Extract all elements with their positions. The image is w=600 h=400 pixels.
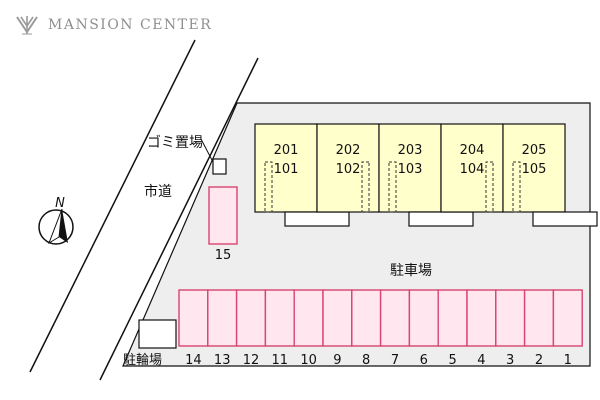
parking-space-2 bbox=[523, 289, 555, 347]
parking-space-number: 12 bbox=[243, 353, 260, 368]
parking-space-15 bbox=[208, 186, 238, 245]
bicycle-parking bbox=[138, 319, 177, 349]
unit-number-lower: 105 bbox=[522, 162, 547, 177]
brand-name: MANSION CENTER bbox=[48, 17, 213, 33]
parking-space-3 bbox=[495, 289, 526, 347]
parking-space-number: 4 bbox=[477, 353, 485, 368]
unit-number-lower: 104 bbox=[460, 162, 485, 177]
parking-space-11 bbox=[264, 289, 295, 347]
road-label: 市道 bbox=[144, 183, 172, 200]
crest-logo-icon bbox=[16, 16, 38, 35]
unit-number-lower: 101 bbox=[274, 162, 299, 177]
parking-space-number: 2 bbox=[535, 353, 543, 368]
road-edge-right bbox=[99, 57, 259, 381]
stair-outline bbox=[361, 161, 370, 213]
stair-outline bbox=[264, 161, 273, 213]
parking-lot-label: 駐車場 bbox=[390, 262, 432, 279]
trash-label: ゴミ置場 bbox=[147, 134, 203, 151]
unit-number-lower: 103 bbox=[398, 162, 423, 177]
parking-row bbox=[178, 289, 583, 347]
parking-space-1 bbox=[552, 289, 583, 347]
parking-space-number: 10 bbox=[300, 353, 317, 368]
unit-number-upper: 204 bbox=[460, 143, 485, 158]
north-label: N bbox=[55, 196, 65, 211]
brand: MANSION CENTER bbox=[14, 14, 212, 36]
balcony bbox=[408, 211, 474, 227]
parking-space-number: 1 bbox=[564, 353, 572, 368]
unit-number-lower: 102 bbox=[336, 162, 361, 177]
parking-space-number: 3 bbox=[506, 353, 514, 368]
parking-space-4 bbox=[466, 289, 497, 347]
parking-space-10 bbox=[293, 289, 324, 347]
stair-outline bbox=[485, 161, 494, 213]
parking-space-14 bbox=[178, 289, 209, 347]
unit-number-upper: 201 bbox=[274, 143, 299, 158]
parking-numbers: 14 13 12 11 10 9 8 7 6 5 4 3 2 1 bbox=[185, 353, 572, 368]
parking-space-number: 5 bbox=[448, 353, 456, 368]
road-edge-left bbox=[29, 39, 196, 373]
parking-space-12 bbox=[235, 289, 267, 347]
trash-area bbox=[212, 158, 227, 175]
parking-space-number: 11 bbox=[272, 353, 289, 368]
parking-space-13 bbox=[207, 289, 238, 347]
parking-space-9 bbox=[322, 289, 353, 347]
parking-space-number: 13 bbox=[214, 353, 231, 368]
parking-space-7 bbox=[379, 289, 411, 347]
parking-space-5 bbox=[437, 289, 468, 347]
parking-space-number: 7 bbox=[391, 353, 399, 368]
balcony bbox=[284, 211, 350, 227]
parking-space-8 bbox=[351, 289, 382, 347]
parking-space-number: 6 bbox=[420, 353, 428, 368]
bicycle-parking-label: 駐輪場 bbox=[123, 352, 162, 368]
stair-outline bbox=[388, 161, 397, 213]
unit-number-upper: 203 bbox=[398, 143, 423, 158]
compass-arrow-icon bbox=[38, 208, 74, 245]
balcony bbox=[532, 211, 598, 227]
unit-number-upper: 205 bbox=[522, 143, 547, 158]
parking-space-6 bbox=[408, 289, 439, 347]
parking-space-number: 9 bbox=[333, 353, 341, 368]
unit-number-upper: 202 bbox=[336, 143, 361, 158]
stair-outline bbox=[512, 161, 521, 213]
parking-space-number: 14 bbox=[185, 353, 202, 368]
parking-space-number: 8 bbox=[362, 353, 370, 368]
trash-leader-line bbox=[200, 138, 214, 163]
parking-space-15-number: 15 bbox=[215, 248, 232, 263]
